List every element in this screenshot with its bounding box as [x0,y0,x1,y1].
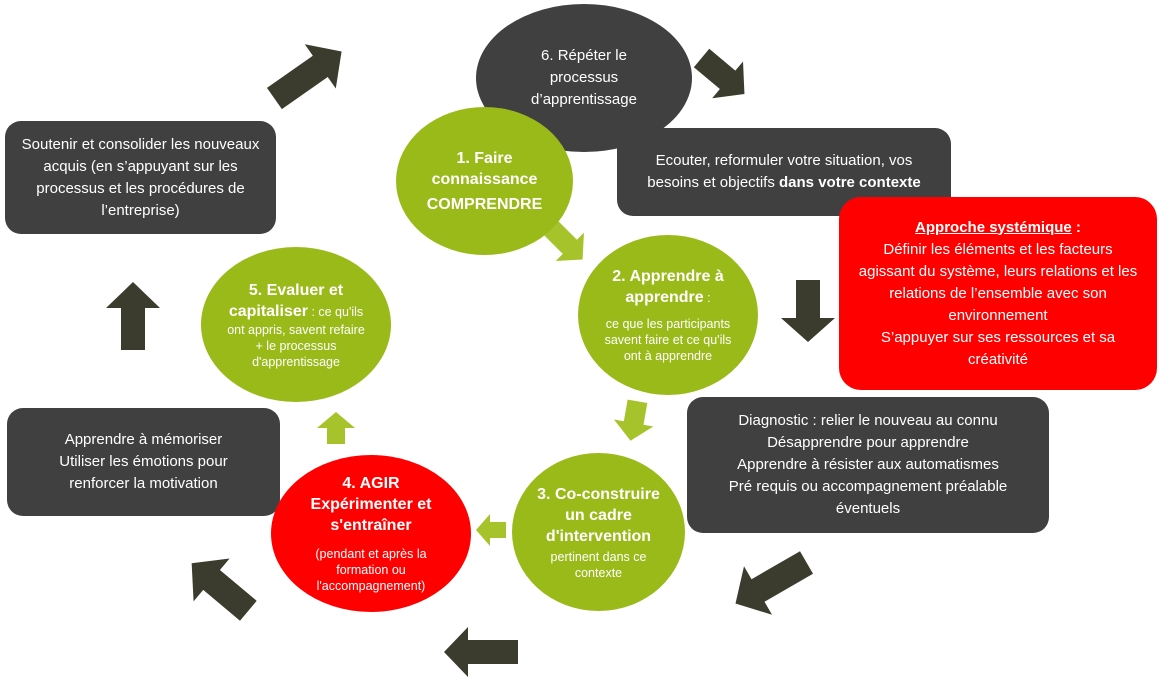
step-1-faire-connaissance: 1. Faire connaissance COMPRENDRE [396,107,573,255]
diagnostic-line-3: Apprendre à résister aux automatismes [737,456,999,473]
step-4-title2: Expérimenter et s'entraîner [310,496,432,534]
arrow-bottom-left [191,558,257,621]
arrow-right-down [781,280,835,342]
step-1-title: 1. Faire connaissance [431,149,538,188]
step-6-text: 6. Répéter le processus d’apprentissage [531,47,637,108]
arrow-green-3-4 [476,514,506,546]
step-2-apprendre-a-apprendre: 2. Apprendre à apprendre : ce que les pa… [578,235,758,395]
box-ecouter-text: Ecouter, reformuler votre situation, vos… [647,152,913,191]
box-diagnostic: Diagnostic : relier le nouveau au connu … [687,397,1049,533]
arrow-green-2-3 [613,399,654,441]
arrow-bottom-right [735,551,814,615]
diagnostic-line-2: Désapprendre pour apprendre [767,434,969,451]
box-soutenir: Soutenir et consolider les nouveaux acqu… [5,121,276,234]
step-3-co-construire: 3. Co-construire un cadre d'intervention… [512,453,685,611]
approche-line-2: S’appuyer sur ses ressources et sa créat… [880,328,1116,368]
approche-heading: Approche systémique [915,218,1072,236]
arrow-top-left [266,44,342,110]
step-4-title: 4. AGIR [342,475,400,492]
box-soutenir-text: Soutenir et consolider les nouveaux acqu… [21,135,260,219]
arrow-green-1-2 [544,221,584,261]
step-5-evaluer: 5. Evaluer et capitaliser : ce qu'ils on… [201,247,391,402]
step-1-subtitle: COMPRENDRE [426,195,543,213]
box-ecouter-bold: dans votre contexte [779,174,921,191]
diagnostic-line-1: Diagnostic : relier le nouveau au connu [738,412,998,429]
arrow-green-4-5 [317,412,355,444]
step-5-desc: : ce qu'ils ont appris, savent refaire +… [227,304,365,369]
memoriser-line-1: Apprendre à mémoriser [64,431,223,448]
step-2-title: 2. Apprendre à apprendre [612,268,724,306]
arrow-top-right [693,48,745,99]
box-approche-systemique: Approche systémique : Définir les élémen… [839,197,1157,390]
step-3-desc: pertinent dans ce contexte [550,549,647,580]
step-5-title: 5. Evaluer et capitaliser [228,281,344,320]
step-4-desc: (pendant et après la formation ou l'acco… [315,547,427,593]
approche-line-1: Définir les éléments et les facteurs agi… [858,240,1138,324]
diagnostic-line-4: Pré requis ou accompagnement préalable é… [728,478,1008,517]
step-4-agir: 4. AGIR Expérimenter et s'entraîner (pen… [271,455,471,612]
arrow-left-up [106,282,160,350]
box-memoriser: Apprendre à mémoriser Utiliser les émoti… [7,408,280,516]
step-3-title: 3. Co-construire un cadre d'intervention [537,485,660,545]
step-2-desc: ce que les participants savent faire et … [604,317,732,363]
memoriser-line-2: Utiliser les émotions pour renforcer la … [59,453,228,492]
arrow-bottom [444,627,518,677]
